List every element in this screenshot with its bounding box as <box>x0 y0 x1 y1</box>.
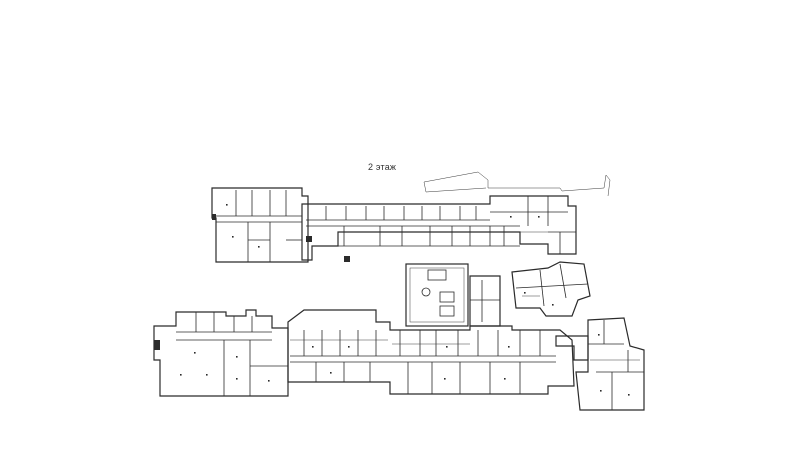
east-blocks <box>511 261 645 411</box>
lower-wing <box>153 309 589 397</box>
site-outline <box>423 171 611 197</box>
upper-wing <box>211 187 577 263</box>
courtyard-building <box>405 263 501 327</box>
column-marks <box>180 204 630 396</box>
floor-label: 2 этаж <box>368 162 397 172</box>
